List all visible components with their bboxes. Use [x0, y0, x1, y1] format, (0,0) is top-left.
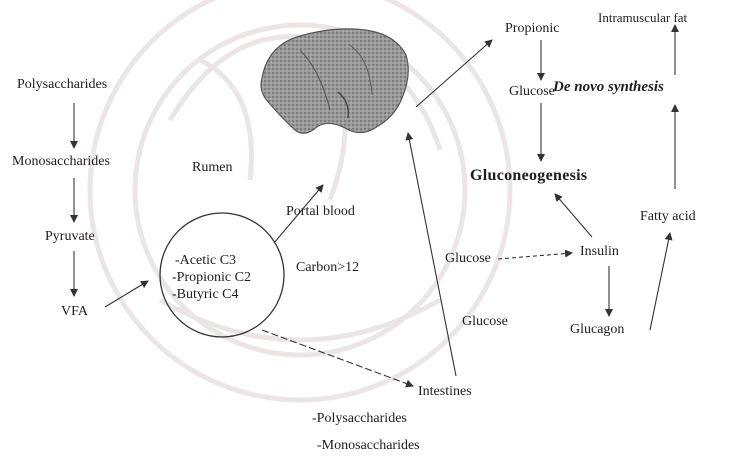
label-intestines: Intestines	[418, 384, 472, 400]
label-fatty-acid: Fatty acid	[640, 209, 696, 225]
label-gluconeogenesis: Gluconeogenesis	[470, 168, 587, 184]
label-intramuscular-fat: Intramuscular fat	[598, 10, 687, 26]
label-glucose-top: Glucose	[509, 84, 555, 100]
label-propionic-c2: -Propionic C2	[172, 270, 251, 286]
label-glucose-mid: Glucose	[445, 251, 491, 267]
label-pyruvate: Pyruvate	[45, 229, 95, 245]
label-propionic: Propionic	[505, 21, 559, 37]
arrow-glucose-to-insulin	[498, 253, 572, 259]
arrow-glucagon-to-fatty-acid	[650, 233, 670, 330]
label-portal-blood: Portal blood	[286, 204, 355, 220]
label-glucagon: Glucagon	[570, 322, 624, 338]
label-glucose-low: Glucose	[462, 314, 508, 330]
label-rumen: Rumen	[192, 160, 232, 176]
label-butyric: -Butyric C4	[172, 287, 239, 303]
label-vfa: VFA	[61, 304, 88, 320]
label-acetic: -Acetic C3	[175, 253, 236, 269]
label-int-monosaccharides: -Monosaccharides	[317, 438, 420, 454]
arrow-insulin-to-gluconeogenesis	[555, 194, 592, 237]
label-monosaccharides: Monosaccharides	[12, 154, 110, 170]
liver-icon	[261, 29, 408, 133]
label-carbon: Carbon>12	[296, 260, 359, 276]
label-int-polysaccharides: -Polysaccharides	[312, 411, 407, 427]
label-polysaccharides: Polysaccharides	[17, 77, 107, 93]
label-insulin: Insulin	[580, 244, 619, 260]
label-de-novo-synthesis: De novo synthesis	[553, 79, 664, 95]
